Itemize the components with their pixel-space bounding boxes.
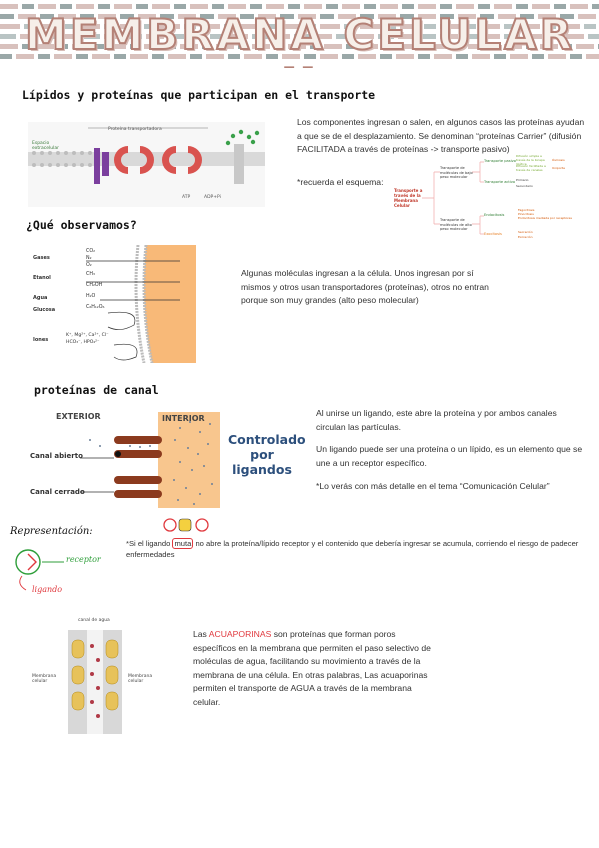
formula-ions-1: K⁺, Mg²⁺, Ca²⁺, Cl⁻: [66, 333, 109, 338]
fig-label-left2: extracelular: [32, 145, 59, 151]
scheme-primary: Primario: [516, 178, 529, 182]
aquaporin-lead: Las: [193, 629, 209, 639]
scheme-secondary: Secundario: [516, 184, 533, 188]
formula-glucose: C₆H₁₂O₆: [86, 305, 105, 310]
label-etanol: Etanol: [33, 275, 51, 281]
formula-ch3: CH₃: [86, 272, 95, 277]
mutation-note-start: *Si el ligando: [126, 539, 173, 548]
representation-label: Representación:: [10, 526, 93, 537]
scheme-side-item-2: Uniporte: [552, 166, 565, 170]
formula-h2o: H₂O: [86, 294, 96, 299]
aquaporin-figure: canal de agua Membrana celular Membrana …: [32, 616, 158, 740]
scheme-passive: Transporte pasivo: [484, 159, 516, 163]
scheme-endo-item-2: Pinocitosis: [518, 212, 534, 216]
caption-line-2: por: [250, 447, 274, 462]
label-glucosa: Glucosa: [33, 307, 56, 313]
channel-text-3: *Lo verás con más detalle en el tema “Co…: [316, 481, 550, 491]
channel-protein-figure: EXTERIOR INTERIOR Canal abierto Canal ce…: [30, 410, 306, 510]
formula-ch2oh: CH₂OH: [86, 283, 103, 288]
label-exterior: EXTERIOR: [56, 412, 101, 421]
receptor-label: receptor: [66, 555, 101, 564]
caption-line-3: ligandos: [232, 462, 292, 477]
aquaporin-label-left: Membrana celular: [32, 674, 57, 684]
formula-co2: CO₂: [86, 249, 96, 254]
scheme-endocytosis: Endocitosis: [484, 213, 505, 217]
formula-n2: N₂: [86, 256, 92, 261]
mutation-doodle: [163, 518, 209, 532]
aquaporin-text: son proteínas que forman poros específic…: [193, 629, 431, 707]
fig-label-adp: ADP+Pi: [204, 194, 221, 200]
header-banner: MEMBRANA CELULAR II: [0, 0, 599, 68]
label-gases: Gases: [33, 255, 50, 261]
scheme-exo-item-1: Secreción: [518, 230, 533, 234]
channel-illustration: [30, 410, 296, 510]
aquaporin-label-right: Membrana celular: [128, 674, 153, 684]
ligand-label: ligando: [32, 585, 63, 594]
label-iones: Iones: [33, 337, 49, 343]
permeability-illustration: [30, 244, 196, 364]
scheme-root: Transporte a través de la Membrana Celul…: [394, 188, 423, 208]
scheme-upper: Transporte de moléculas de bajo peso mol…: [440, 166, 473, 179]
permeability-figure: Gases Etanol Agua Glucosa Iones CO₂ N₂ O…: [30, 244, 196, 364]
label-open-channel: Canal abierto: [30, 452, 83, 460]
section-heading-transport: Lípidos y proteínas que participan en el…: [22, 88, 376, 102]
channel-text-1: Al unirse un ligando, este abre la prote…: [316, 408, 557, 432]
formula-o2: O₂: [86, 263, 92, 268]
mutation-note-end: no abre la proteína/lípido receptor y el…: [126, 539, 579, 559]
scheme-active: Transporte activo: [484, 180, 516, 184]
label-closed-channel: Canal cerrado: [30, 488, 85, 496]
page-title: MEMBRANA CELULAR II: [24, 9, 575, 68]
fig-label-top: Proteína transportadora: [108, 125, 162, 132]
carrier-protein-illustration: Proteína transportadora Espacio extracel…: [28, 122, 265, 207]
channel-text-2: Un ligando puede ser una proteína o un l…: [316, 444, 583, 468]
aquaporin-description: Las ACUAPORINAS son proteínas que forman…: [193, 628, 438, 709]
scheme-endo-item-3: Endocitosis mediada por receptores: [518, 216, 572, 220]
scheme-passive-item-1: Difusión simple a través de la bicapa li…: [516, 154, 545, 166]
scheme-endo-item-1: Fagocitosis: [518, 208, 535, 212]
ligand-controlled-caption: Controlado por ligandos: [228, 432, 306, 477]
carrier-description: Los componentes ingresan o salen, en alg…: [297, 117, 585, 154]
representation-doodle: [15, 549, 64, 591]
aquaporin-highlight: ACUAPORINAS: [208, 629, 272, 639]
mutation-note: *Si el ligando muta no abre la proteína/…: [126, 538, 588, 560]
scheme-exo-item-2: Excreción: [518, 235, 533, 239]
section-heading-observe: ¿Qué observamos?: [26, 218, 137, 232]
label-interior: INTERIOR: [162, 414, 205, 423]
scheme-passive-item-2: Difusión facilitada a través de canales: [516, 164, 546, 172]
section-heading-channel: proteínas de canal: [34, 383, 159, 397]
scheme-reminder: *recuerda el esquema:: [297, 177, 384, 187]
aquaporin-label-top: canal de agua: [78, 618, 110, 623]
aquaporin-illustration: [32, 616, 158, 740]
label-agua: Agua: [33, 295, 48, 301]
observe-description: Algunas moléculas ingresan a la célula. …: [241, 268, 489, 305]
formula-ions-2: HCO₃⁻, HPO₄²⁻: [66, 340, 100, 345]
fig-label-left1: Espacio: [32, 140, 50, 146]
scheme-lines: [422, 161, 484, 235]
transport-scheme-diagram: Transporte a través de la Membrana Celul…: [394, 150, 584, 248]
mutation-highlight: muta: [172, 538, 194, 549]
caption-line-1: Controlado: [228, 432, 306, 447]
scheme-lower: Transporte de moléculas de alto peso mol…: [440, 218, 472, 231]
fig-label-atp: ATP: [182, 194, 190, 200]
scheme-exocytosis: Exocitosis: [484, 232, 502, 236]
scheme-side-item-1: Ósmosis: [552, 158, 565, 162]
carrier-protein-figure: Proteína transportadora Espacio extracel…: [28, 122, 265, 207]
